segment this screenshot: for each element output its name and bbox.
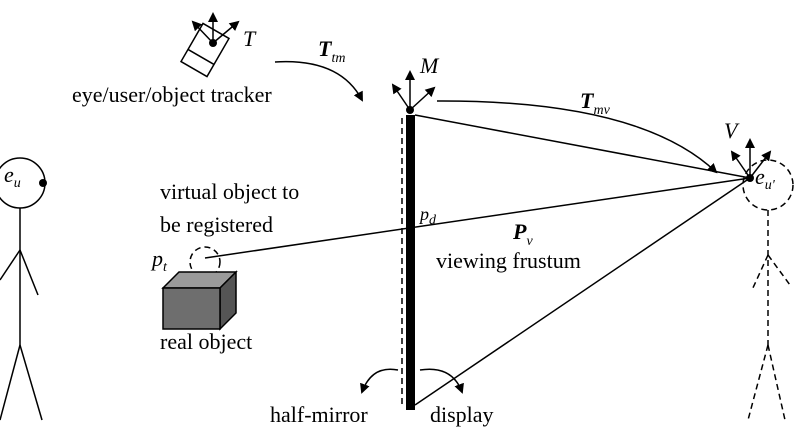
transform-tm-label: Ttm: [318, 36, 345, 66]
real-object-cube: [161, 270, 238, 331]
frustum-label: viewing frustum: [436, 248, 581, 273]
eye-right-label: eu': [755, 164, 776, 193]
virtual-user-head: [742, 159, 794, 211]
half-mirror-label: half-mirror: [270, 402, 368, 427]
tracker-caption: eye/user/object tracker: [72, 82, 272, 107]
half-mirror-arrow: [360, 368, 399, 394]
virtual-frame-label: V: [724, 118, 740, 143]
virtual-object-label-line2: be registered: [160, 212, 273, 237]
user-eye-left: [39, 179, 47, 187]
tracker-device: [179, 12, 240, 78]
eye-left-label: eu: [4, 162, 21, 191]
real-object-label: real object: [160, 329, 252, 354]
point-d-label: pd: [418, 204, 437, 228]
transform-mv-arrow: [436, 100, 718, 174]
virtual-object-label-line1: virtual object to: [160, 179, 299, 204]
point-t-label: pt: [150, 246, 168, 275]
line-of-sight: [204, 177, 751, 259]
mirror-frame-label: M: [419, 53, 440, 78]
transform-tm-arrow: [274, 60, 363, 102]
virtual-user-figure-right: [742, 159, 794, 421]
frustum-bottom-edge: [414, 177, 751, 406]
frustum-top-edge: [414, 114, 751, 179]
mirror-frame-axes: [391, 70, 436, 114]
display-arrow: [419, 368, 464, 394]
projection-label: Pv: [512, 219, 533, 249]
user-figure-left: [0, 157, 47, 421]
virtual-frame-axes: [730, 138, 772, 179]
display-label: display: [430, 402, 494, 427]
transform-mv-label: Tmv: [580, 88, 611, 118]
display-panel: [406, 115, 415, 410]
tracker-frame-label: T: [243, 26, 257, 51]
